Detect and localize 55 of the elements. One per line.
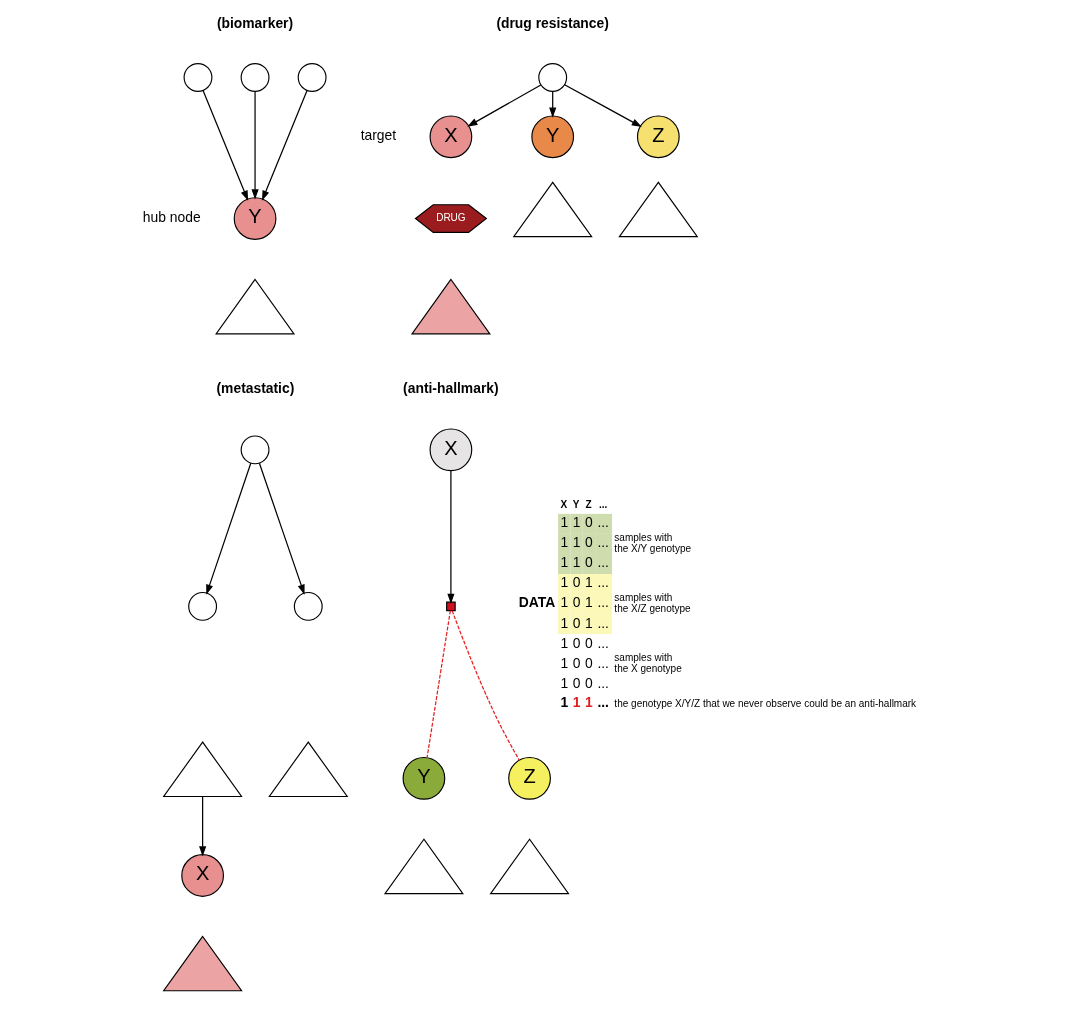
label: ... [597, 634, 609, 651]
node-label: target [360, 127, 397, 144]
label: ... [598, 499, 608, 510]
label: 0 [585, 554, 593, 571]
label: 0 [572, 594, 581, 611]
label: ... [597, 574, 609, 591]
label: 1 [560, 654, 569, 671]
label: 1 [560, 574, 569, 591]
label: 1 [560, 594, 569, 611]
label: Y [572, 499, 580, 510]
label: 1 [585, 594, 593, 611]
label: ... [597, 594, 609, 611]
label: 1 [585, 574, 593, 591]
label: 0 [572, 634, 581, 651]
label: 1 [585, 614, 593, 631]
label: 0 [585, 534, 593, 551]
label: ... [597, 554, 609, 571]
label: samples with the X/Y genotype [614, 532, 692, 554]
label: (metastatic) [216, 380, 295, 397]
label: samples with the X/Z genotype [614, 592, 691, 615]
label: 1 [560, 634, 569, 651]
label: 1 [560, 514, 569, 531]
label: (drug resistance) [496, 14, 609, 31]
label: 0 [572, 614, 581, 631]
label: ... [597, 693, 609, 710]
label: 0 [585, 514, 593, 531]
label: the genotype X/Y/Z that we never observe could be an anti-hallmark [614, 697, 917, 709]
label: 1 [560, 614, 569, 631]
label: ... [597, 514, 609, 531]
label: Z [585, 499, 592, 510]
label: ... [597, 674, 609, 691]
label: ... [597, 654, 609, 671]
label: 1 [585, 693, 593, 710]
label: 1 [572, 514, 581, 531]
label: 1 [560, 693, 569, 710]
label: DATA [518, 593, 556, 610]
label: 1 [572, 693, 581, 710]
label: 0 [572, 654, 581, 671]
label: 1 [572, 534, 581, 551]
label: ... [597, 614, 609, 631]
label: 1 [560, 554, 569, 571]
label: ... [597, 534, 609, 551]
label: (biomarker) [216, 14, 294, 31]
label: 0 [572, 674, 581, 691]
label: 0 [572, 574, 581, 591]
node-label: hub node [142, 208, 201, 225]
label: 0 [585, 674, 593, 691]
label: 1 [560, 674, 569, 691]
label: 1 [572, 554, 581, 571]
label: samples with the X genotype [614, 652, 682, 675]
label: (anti-hallmark) [403, 380, 499, 397]
label: 0 [585, 634, 593, 651]
label: 0 [585, 654, 593, 671]
label: X [560, 499, 568, 510]
label: 1 [560, 534, 569, 551]
